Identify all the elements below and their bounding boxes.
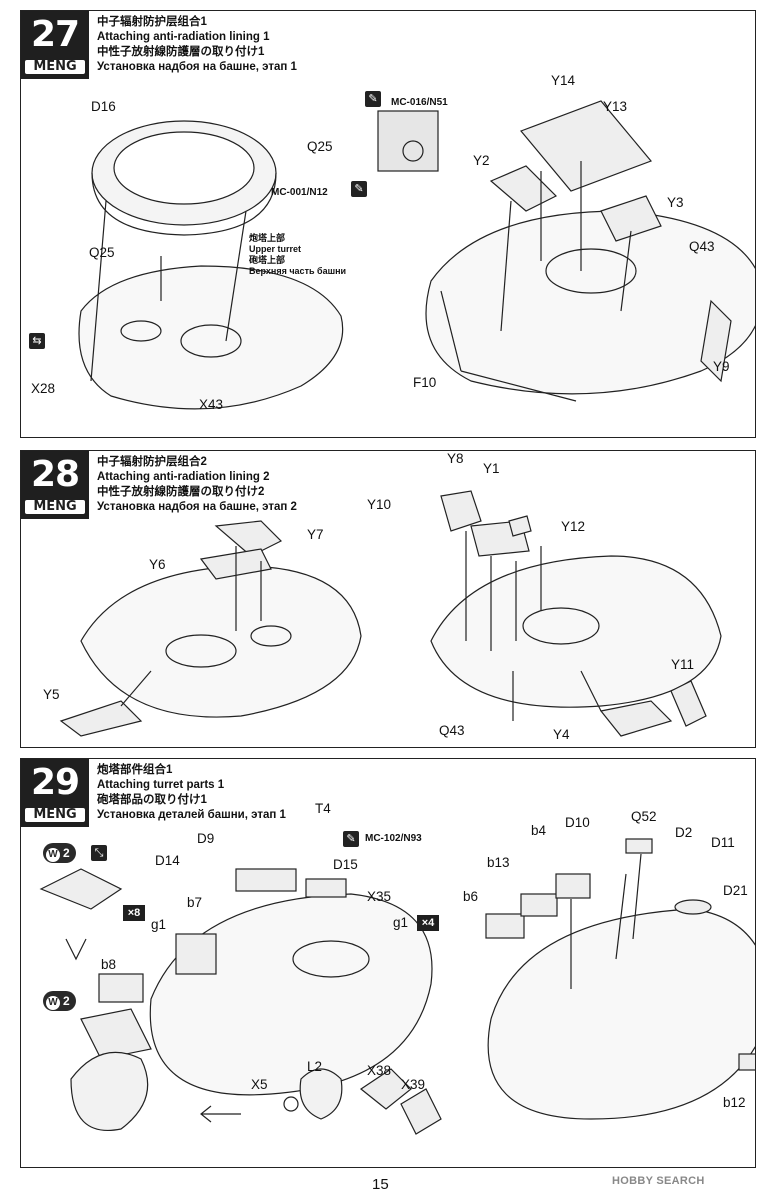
part-label: g1	[151, 917, 167, 932]
brush-icon: ✎	[343, 831, 359, 847]
part-label: Y5	[43, 687, 60, 702]
step-number: 29	[30, 762, 80, 803]
part-label: X5	[251, 1077, 268, 1092]
callout-en: Upper turret	[249, 244, 302, 254]
title-en: Attaching anti-radiation lining 2	[97, 471, 270, 483]
part-label: b12	[723, 1095, 746, 1110]
title-jp: 中性子放射線防護層の取り付け2	[97, 486, 265, 498]
part-label: X28	[31, 381, 56, 396]
part-label: Y2	[473, 153, 490, 168]
part-label: Y3	[667, 195, 684, 210]
title-en: Attaching turret parts 1	[97, 779, 225, 791]
part-label: Y6	[149, 557, 166, 572]
multiplier-badge: ×8	[123, 905, 145, 921]
part-label: Q43	[439, 723, 465, 738]
part-label: Q43	[689, 239, 715, 254]
step-28-titles: 中子辐射防护层组合2 Attaching anti-radiation lini…	[97, 455, 297, 515]
part-label: Y8	[447, 451, 464, 466]
brand-logo: MENG	[25, 60, 85, 74]
step-number: 28	[30, 454, 80, 495]
part-label: D15	[333, 857, 358, 872]
part-label: X35	[367, 889, 392, 904]
step-29-badge: 29 MENG	[21, 759, 89, 827]
part-label: Q52	[631, 809, 657, 824]
callout-jp: 砲塔上部	[249, 255, 286, 265]
part-label: b4	[531, 823, 547, 838]
step-number: 27	[30, 14, 80, 55]
step-28-panel: 28 MENG 中子辐射防护层组合2 Attaching anti-radiat…	[20, 450, 756, 748]
part-label: b13	[487, 855, 510, 870]
part-label: F10	[413, 375, 437, 390]
swap-icon: ⇆	[29, 333, 45, 349]
part-label: D9	[197, 831, 215, 846]
part-label: Y11	[671, 657, 695, 672]
part-label: Y9	[713, 359, 730, 374]
step-28-badge: 28 MENG	[21, 451, 89, 519]
brand-logo: MENG	[25, 500, 85, 514]
callout-ru: Верхняя часть башни	[249, 266, 347, 276]
step-29-diagram	[39, 838, 755, 1135]
glue-icon: ⤡	[91, 845, 107, 861]
title-ru: Установка надбоя на башне, этап 1	[97, 61, 297, 73]
part-label: g1	[393, 915, 409, 930]
part-label: X39	[401, 1077, 426, 1092]
paint-code: MC-102/N93	[365, 833, 422, 844]
thinner-count: 2	[63, 994, 70, 1008]
thinner-count: 2	[63, 846, 70, 860]
part-label: D16	[91, 99, 116, 114]
part-label: Y13	[603, 99, 628, 114]
part-label: Y14	[551, 73, 576, 88]
title-ru: Установка деталей башни, этап 1	[97, 809, 286, 821]
part-label: Y12	[561, 519, 586, 534]
paint-code: MC-001/N12	[271, 187, 328, 198]
part-label: L2	[307, 1059, 323, 1074]
brand-logo: MENG	[25, 808, 85, 822]
step-27-panel: 27 MENG 中子辐射防护层组合1 Attaching anti-radiat…	[20, 10, 756, 438]
part-label: D11	[711, 835, 735, 850]
part-label: Y1	[483, 461, 500, 476]
title-cn: 中子辐射防护层组合1	[97, 16, 207, 28]
title-jp: 砲塔部品の取り付け1	[97, 794, 207, 806]
multiplier-badge: ×4	[417, 915, 439, 931]
step-27-titles: 中子辐射防护层组合1 Attaching anti-radiation lini…	[97, 15, 297, 75]
title-en: Attaching anti-radiation lining 1	[97, 31, 270, 43]
brush-icon: ✎	[365, 91, 381, 107]
step-27-badge: 27 MENG	[21, 11, 89, 79]
part-label: Q25	[307, 139, 333, 154]
step-27-diagram	[78, 100, 755, 410]
title-cn: 中子辐射防护层组合2	[97, 456, 207, 468]
part-label: b7	[187, 895, 203, 910]
title-jp: 中性子放射線防護層の取り付け1	[97, 46, 265, 58]
part-label: D21	[723, 883, 748, 898]
part-label: b6	[463, 889, 479, 904]
part-label: b8	[101, 957, 117, 972]
step-29-panel: 29 MENG 炮塔部件组合1 Attaching turret parts 1…	[20, 758, 756, 1168]
step-29-titles: 炮塔部件组合1 Attaching turret parts 1 砲塔部品の取り…	[97, 763, 286, 823]
part-label: X43	[199, 397, 224, 412]
part-label: Y4	[553, 727, 570, 742]
part-label: Y7	[307, 527, 324, 542]
part-label: D14	[155, 853, 180, 868]
part-label: T4	[315, 801, 331, 816]
part-label: Y10	[367, 497, 392, 512]
step-28-diagram	[59, 490, 722, 737]
brush-icon: ✎	[351, 181, 367, 197]
part-label: X38	[367, 1063, 392, 1078]
callout-cn: 炮塔上部	[249, 233, 286, 243]
callout-text: 炮塔上部 Upper turret 砲塔上部 Верхняя часть баш…	[249, 233, 346, 277]
title-cn: 炮塔部件组合1	[97, 764, 173, 776]
watermark: HOBBY SEARCH	[612, 1175, 705, 1187]
part-label: D10	[565, 815, 590, 830]
page-number: 15	[372, 1176, 389, 1193]
paint-code: MC-016/N51	[391, 97, 448, 108]
part-label: Q25	[89, 245, 115, 260]
part-label: D2	[675, 825, 693, 840]
title-ru: Установка надбоя на башне, этап 2	[97, 501, 297, 513]
